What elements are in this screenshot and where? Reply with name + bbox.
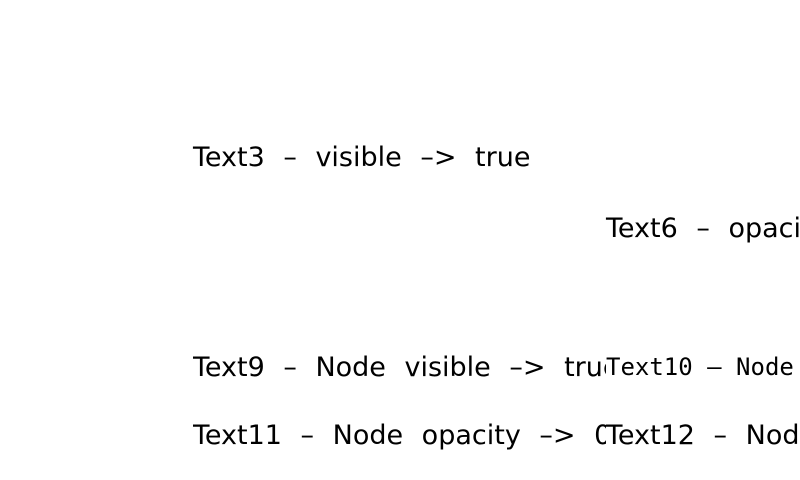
text6-element: Text6 – opacity [606, 213, 800, 244]
text3-element: Text3 – visible –> true [193, 142, 531, 173]
text12-element: Text12 – Node [606, 420, 800, 451]
text10-element: Text10 – Node [606, 353, 794, 381]
text11-element: Text11 – Node opacity –> 0 [193, 422, 606, 451]
text9-element: Text9 – Node visible –> true [193, 354, 606, 383]
